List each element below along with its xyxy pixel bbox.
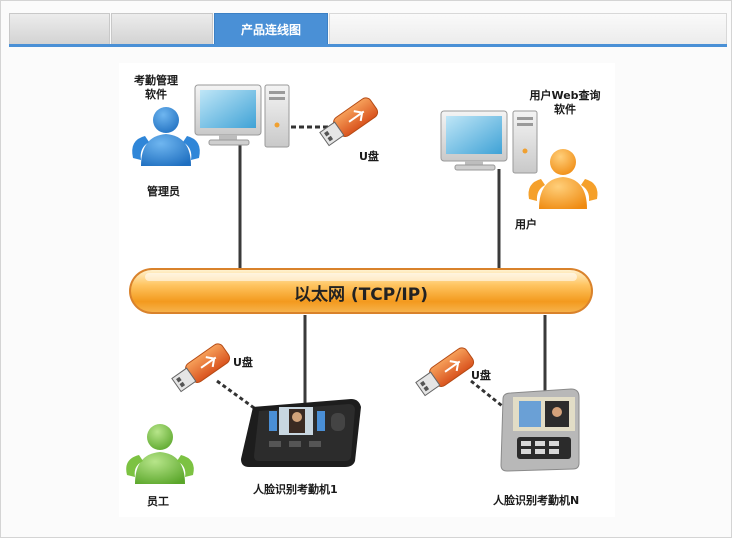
device1-label: 人脸识别考勤机1 bbox=[253, 483, 338, 496]
user-computer-icon bbox=[440, 110, 538, 174]
ethernet-bus bbox=[129, 268, 593, 314]
user-software-label: 用户Web查询 软件 bbox=[529, 89, 601, 116]
face-terminal-1-icon bbox=[241, 399, 361, 467]
tab-underline bbox=[9, 44, 727, 47]
tab-2[interactable] bbox=[111, 13, 213, 44]
deviceN-label: 人脸识别考勤机N bbox=[493, 494, 580, 507]
admin-software-label: 考勤管理 软件 bbox=[134, 74, 178, 101]
tab-1[interactable] bbox=[9, 13, 110, 44]
tab-bar: 产品连线图 bbox=[9, 13, 727, 47]
usb-drive-right-icon bbox=[415, 347, 475, 397]
user-role-label: 用户 bbox=[515, 218, 537, 231]
employee-person-icon bbox=[126, 424, 194, 484]
tab-product-diagram-label: 产品连线图 bbox=[240, 22, 301, 37]
network-bus-label: 以太网 (TCP/IP) bbox=[294, 284, 428, 305]
usb-right-label: U盘 bbox=[471, 369, 491, 382]
admin-person-icon bbox=[132, 107, 200, 166]
usb-drive-top-icon bbox=[319, 97, 379, 147]
network-diagram: 考勤管理 软件 管理员 U盘 用户Web查询 软件 用户 以太网 (TCP/IP… bbox=[119, 63, 615, 517]
user-person-icon bbox=[528, 149, 598, 209]
tab-product-diagram[interactable]: 产品连线图 bbox=[214, 13, 328, 44]
face-terminal-n-icon bbox=[500, 388, 580, 472]
diagram-svg bbox=[126, 84, 598, 484]
admin-role-label: 管理员 bbox=[147, 185, 180, 198]
tab-bar-filler bbox=[329, 13, 727, 44]
usb-drive-left-icon bbox=[171, 343, 231, 393]
usb-left-label: U盘 bbox=[233, 356, 253, 369]
admin-computer-icon bbox=[194, 84, 290, 148]
usb-top-label: U盘 bbox=[359, 150, 379, 163]
employee-role-label: 员工 bbox=[147, 495, 169, 508]
